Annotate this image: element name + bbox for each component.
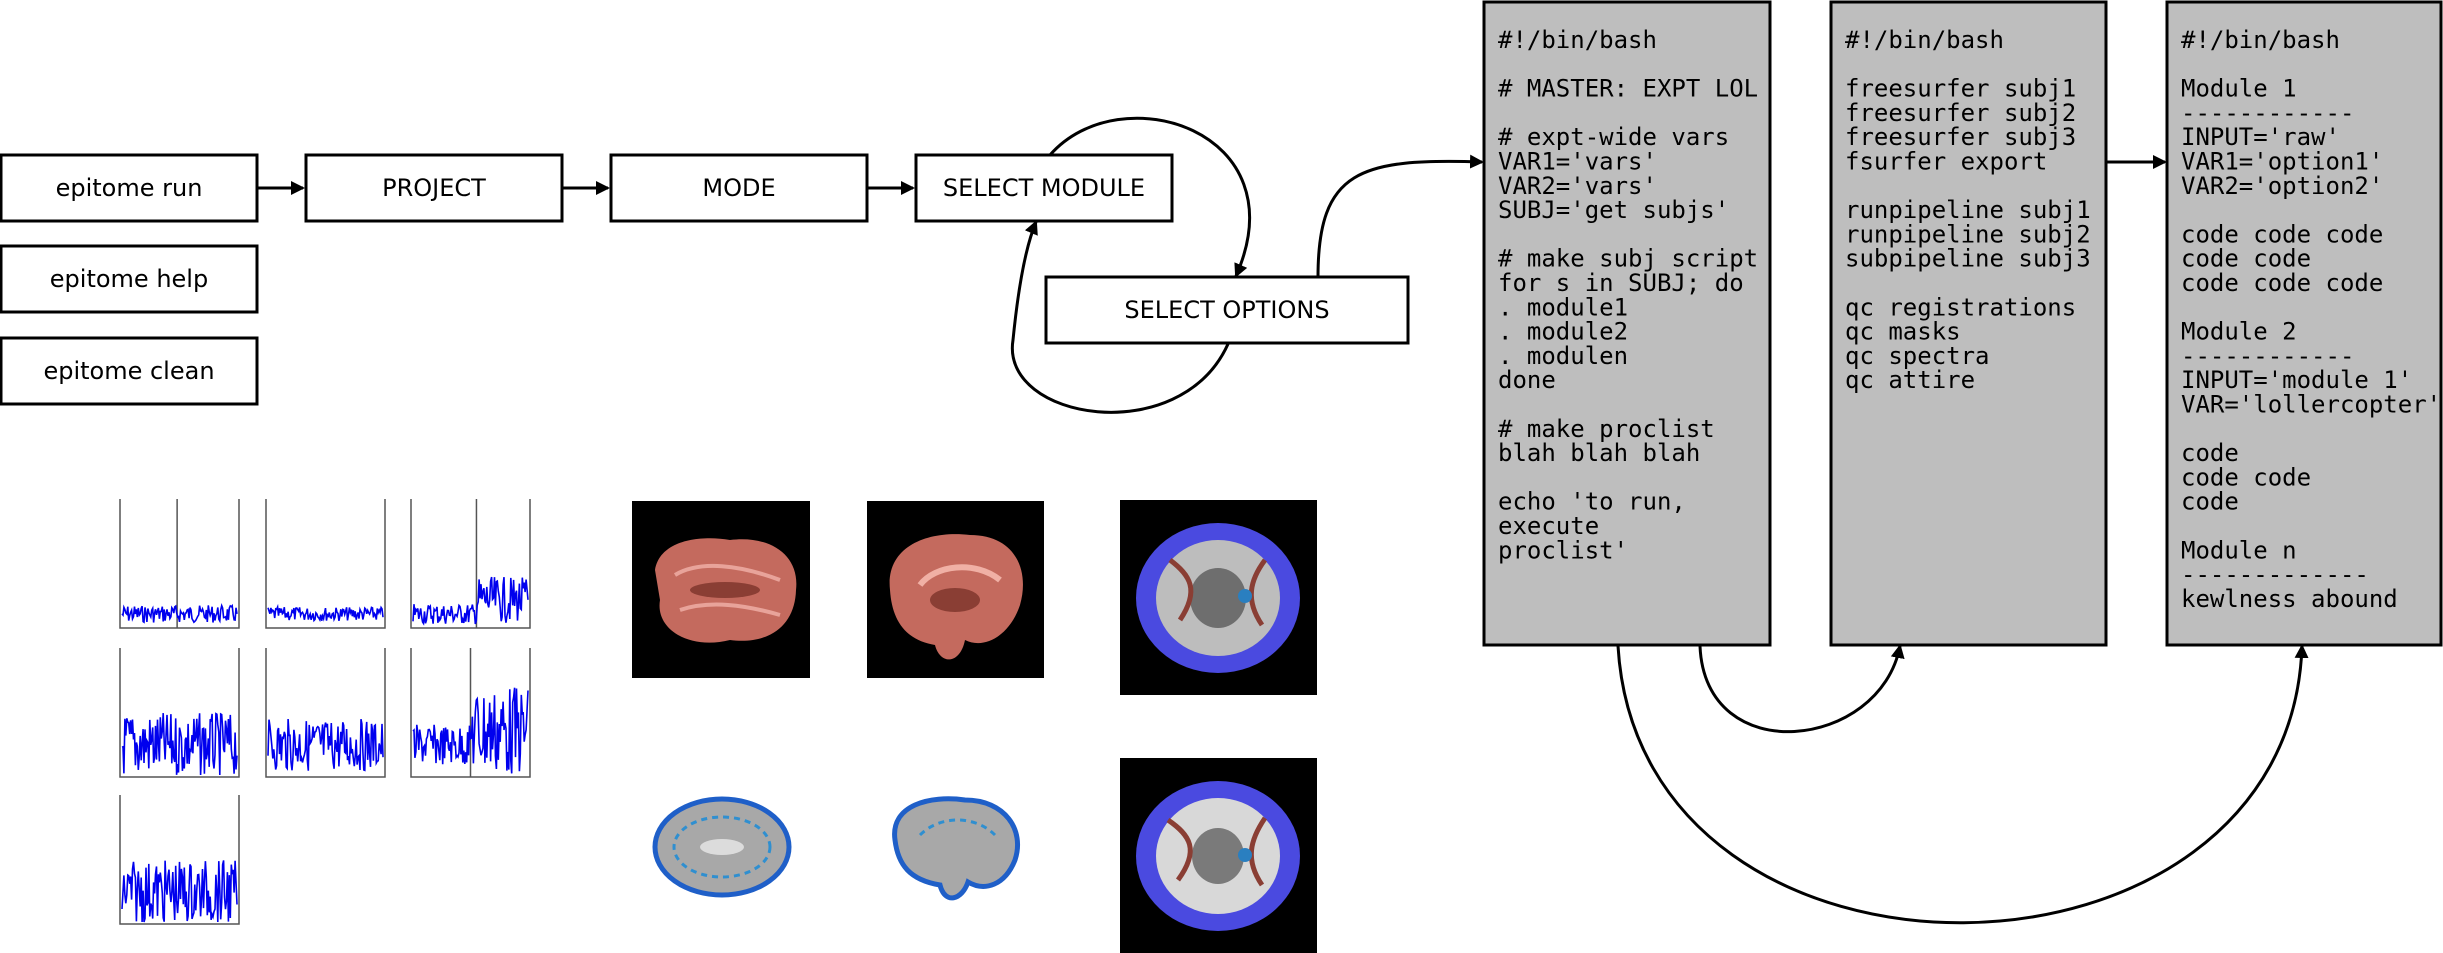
script-line: qc spectra [1845,342,1990,370]
timeseries-plot-icon [410,648,531,778]
script-line: qc registrations [1845,293,2076,321]
timeseries-plot-icon [119,499,240,629]
script-line: # MASTER: EXPT LOL [1498,75,1758,103]
arrow-options-to-module [1010,220,1230,414]
command-help-box: epitome help [0,244,259,314]
step-mode-box: MODE [609,153,869,223]
step-select-options-box: SELECT OPTIONS [1044,275,1410,345]
step-select-module-box: SELECT MODULE [914,153,1174,223]
script-line: VAR='lollercopter' [2181,390,2441,418]
script-line: blah blah blah [1498,439,1700,467]
brain-slice-icon [892,796,1021,901]
script-line: for s in SUBJ; do [1498,269,1744,297]
brain-slice-icon [867,501,1044,678]
script-line: execute [1498,512,1599,540]
script-line: runpipeline subj2 [1845,220,2091,248]
arrow-master-to-subject [1698,644,1905,734]
command-run-box: epitome run [0,153,259,223]
script-line: #!/bin/bash [2181,26,2340,54]
flow-arrows [258,116,2309,925]
step-select-module-label: SELECT MODULE [943,174,1145,202]
command-clean-box: epitome clean [0,336,259,406]
command-help-label: epitome help [50,265,208,293]
script-line: code code code [2181,220,2383,248]
script-line: runpipeline subj1 [1845,196,2091,224]
script-line: freesurfer subj2 [1845,99,2076,127]
script-line: echo 'to run, [1498,488,1686,516]
script-line: Module 1 [2181,75,2297,103]
script-line: # make subj script [1498,245,1758,273]
brain-slice-icon [1120,500,1317,695]
timeseries-plot-icon [265,648,386,778]
script-line: code code [2181,245,2311,273]
script-line: qc masks [1845,318,1961,346]
master-script-text: #!/bin/bash # MASTER: EXPT LOL # expt-wi… [1498,26,1758,564]
script-line: freesurfer subj1 [1845,75,2076,103]
script-line: . module1 [1498,293,1628,321]
script-line: #!/bin/bash [1845,26,2004,54]
script-line: . module2 [1498,318,1628,346]
script-line: INPUT='raw' [2181,123,2340,151]
script-line: VAR1='vars' [1498,148,1657,176]
script-line: INPUT='module 1' [2181,366,2412,394]
script-line: # expt-wide vars [1498,123,1729,151]
script-line: kewlness abound [2181,585,2398,613]
module-script-text: #!/bin/bash Module 1------------INPUT='r… [2181,26,2441,613]
script-line: ------------ [2181,342,2354,370]
brain-images [632,500,1317,953]
script-line: # make proclist [1498,415,1715,443]
step-project-box: PROJECT [304,153,564,223]
timeseries-plot-icon [410,499,531,629]
script-line: Module n [2181,536,2297,564]
script-line: code code code [2181,269,2383,297]
command-run-label: epitome run [56,174,203,202]
timeseries-plot-icon [265,499,386,629]
brain-slice-icon [632,501,810,678]
command-clean-label: epitome clean [43,357,214,385]
step-mode-label: MODE [702,174,775,202]
step-project-label: PROJECT [382,174,486,202]
script-line: Module 2 [2181,318,2297,346]
timeseries-plot-icon [119,648,240,778]
script-line: code [2181,439,2239,467]
script-line: VAR2='vars' [1498,172,1657,200]
script-line: code code [2181,463,2311,491]
arrow-module-to-options [1048,116,1251,278]
master-script-panel: #!/bin/bash # MASTER: EXPT LOL # expt-wi… [1482,0,1772,647]
arrow-options-to-master [1316,154,1484,278]
script-line: subpipeline subj3 [1845,245,2091,273]
timeseries-plots [119,499,531,925]
brain-slice-icon [1120,758,1317,953]
step-select-options-label: SELECT OPTIONS [1124,296,1329,324]
script-line: . modulen [1498,342,1628,370]
script-line: code [2181,488,2239,516]
script-line: VAR2='option2' [2181,172,2383,200]
script-line: ------------ [2181,99,2354,127]
script-line: VAR1='option1' [2181,148,2383,176]
brain-slice-icon [652,796,792,898]
script-line: done [1498,366,1556,394]
timeseries-plot-icon [119,795,240,925]
script-line: proclist' [1498,536,1628,564]
script-line: SUBJ='get subjs' [1498,196,1729,224]
arrow-master-to-module-script [1616,644,2309,925]
script-line: fsurfer export [1845,148,2047,176]
script-line: freesurfer subj3 [1845,123,2076,151]
module-script-panel: #!/bin/bash Module 1------------INPUT='r… [2165,0,2443,647]
script-line: qc attire [1845,366,1975,394]
script-line: #!/bin/bash [1498,26,1657,54]
script-line: ------------- [2181,561,2369,589]
